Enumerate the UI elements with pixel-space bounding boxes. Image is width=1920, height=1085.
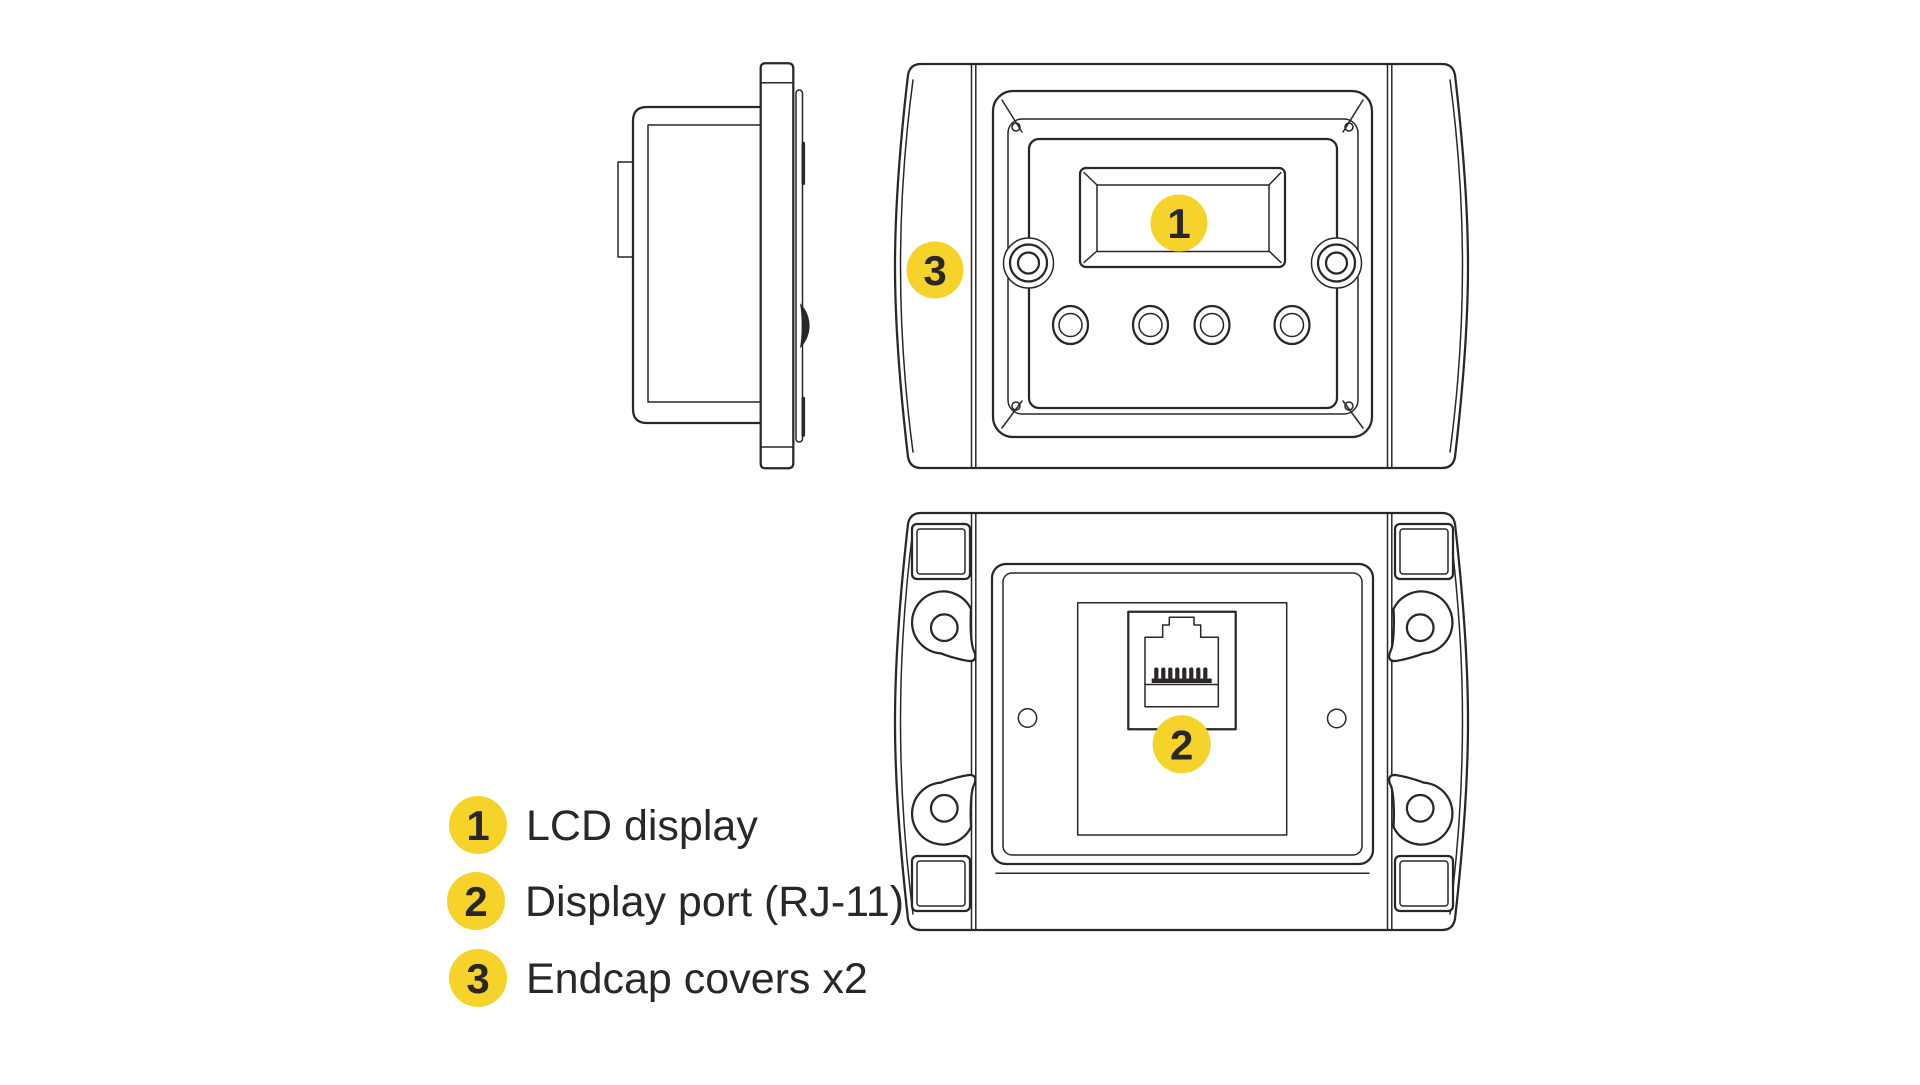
mounting-ears [911, 590, 1454, 846]
left-screw-hole [1016, 251, 1041, 275]
callout-display-port-number: 2 [1170, 721, 1193, 768]
callout-endcap: 3 [906, 241, 964, 299]
button-4-inner [1279, 312, 1305, 338]
side-flange-cap-lines [759, 81, 795, 448]
legend-item-endcap: 3 Endcap covers x2 [449, 949, 868, 1007]
callout-lcd: 1 [1150, 194, 1208, 252]
legend-number-1: 1 [466, 802, 489, 849]
rj11-jack [1127, 610, 1237, 731]
legend-item-display-port: 2 Display port (RJ-11) [447, 872, 904, 930]
button-1-outer [1051, 304, 1090, 346]
front-left-endcap-inner-line [899, 79, 914, 453]
button-4-outer [1273, 304, 1311, 346]
clip-tab-bl-inner [916, 860, 966, 907]
front-panel-corner-mark-br [1344, 401, 1354, 411]
back-screw-mark-right [1326, 708, 1347, 729]
front-panel-corner-mark-bl [1011, 401, 1021, 411]
legend-item-lcd: 1 LCD display [449, 796, 758, 854]
clip-tab-bl [910, 854, 972, 913]
callout-endcap-badge [906, 241, 964, 299]
side-endcap-edge-bottom [801, 396, 806, 437]
legend-number-3: 3 [466, 955, 489, 1002]
back-left-endcap-inner-line [899, 528, 914, 915]
front-panel-corner-mark-tr [1344, 122, 1354, 132]
callout-lcd-number: 1 [1167, 200, 1190, 247]
back-right-endcap-seam [1386, 512, 1393, 931]
rj11-contact-pins [1154, 667, 1208, 680]
front-left-endcap-seam [970, 63, 977, 469]
side-gasket-crescent [800, 303, 810, 349]
side-rear-edge [795, 89, 804, 443]
rj11-pin-base-bar [1151, 678, 1212, 683]
clip-tab-tr-inner [1399, 528, 1449, 575]
side-body-chamfer-lines [647, 124, 761, 403]
front-panel-corner-chamfers [1001, 99, 1364, 429]
button-2-inner [1138, 312, 1163, 338]
clip-tab-tr [1393, 522, 1455, 581]
legend-number-2: 2 [464, 878, 487, 925]
side-body [631, 105, 764, 425]
front-right-endcap-inner-line [1449, 79, 1464, 453]
side-endcap-edge-top [801, 141, 806, 185]
front-view: 3 1 [893, 62, 1470, 470]
mount-hole-br [1405, 793, 1435, 823]
button-1-inner [1058, 312, 1083, 338]
back-view: 2 [893, 511, 1470, 932]
legend-badge-1 [449, 796, 507, 854]
clip-tab-tl [910, 522, 972, 581]
left-screw-outer [1008, 243, 1049, 283]
back-left-endcap-seam [970, 512, 977, 931]
legend-badge-2 [447, 872, 505, 930]
clip-tab-br-inner [1399, 860, 1449, 907]
button-3-outer [1193, 304, 1231, 346]
back-right-endcap-inner-line [1449, 528, 1464, 915]
button-2-outer [1131, 304, 1170, 346]
clip-tab-br [1393, 854, 1455, 913]
button-3-inner [1199, 312, 1225, 338]
callout-display-port-badge [1152, 715, 1211, 774]
side-flange-plate [759, 62, 795, 470]
legend-label-1: LCD display [526, 802, 758, 850]
back-plate-rim [1002, 572, 1363, 856]
legend-label-3: Endcap covers x2 [526, 955, 868, 1003]
mount-hole-tl [929, 613, 959, 643]
legend-label-2: Display port (RJ-11) [525, 878, 904, 926]
right-screw-outer [1316, 243, 1357, 283]
front-panel-corner-mark-tl [1011, 122, 1021, 132]
callout-display-port: 2 [1152, 715, 1211, 774]
mount-hole-tr [1405, 613, 1435, 643]
front-right-endcap-seam [1386, 63, 1393, 469]
mount-hole-bl [929, 793, 959, 823]
side-view [617, 62, 810, 470]
callout-lcd-badge [1150, 194, 1208, 252]
endcap-clip-tabs [910, 522, 1455, 913]
button-row [1051, 304, 1311, 346]
legend-badge-3 [449, 949, 507, 1007]
right-screw-hole [1324, 251, 1349, 275]
legend: 1 LCD display 2 Display port (RJ-11) 3 E… [447, 796, 904, 1007]
lcd-bevel-corners [1083, 171, 1282, 264]
clip-tab-tl-inner [916, 528, 966, 575]
back-screw-mark-left [1017, 708, 1038, 728]
callout-endcap-number: 3 [923, 247, 946, 294]
